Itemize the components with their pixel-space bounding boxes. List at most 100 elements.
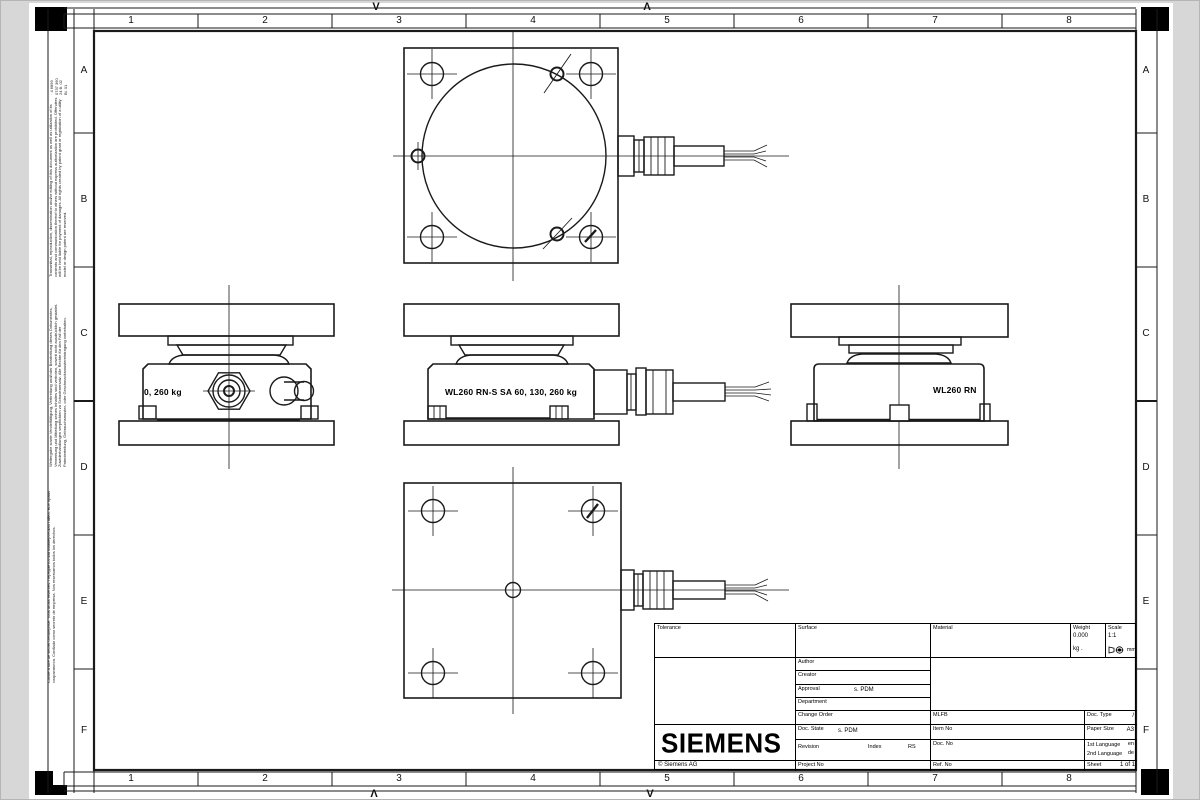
row-label-left-D: D <box>80 462 88 473</box>
margin-stamp-text: · 4 6899 0737 360 24 B. 02 Bl. 01 <box>50 78 69 95</box>
bottom-view-corner-holes <box>408 486 618 698</box>
dimension-unit: mm <box>1126 647 1136 653</box>
right-side-view <box>790 285 1009 469</box>
col-label-top-2: 2 <box>262 15 268 26</box>
surface-cell: Surface <box>795 624 930 657</box>
inner-frame-border <box>92 29 1138 772</box>
margin-disclaimer-en: Transmittal, reproduction, dissemination… <box>49 97 68 277</box>
trim-mark-top-right <box>1141 7 1169 31</box>
scale-label: Scale <box>1108 625 1122 631</box>
col-label-top-4: 4 <box>530 15 536 26</box>
doc-no-cell: Doc. No <box>930 739 1084 760</box>
row-label-left-C: C <box>80 328 88 339</box>
siemens-logo: SIEMENS <box>661 727 782 759</box>
col-label-bottom-4: 4 <box>530 773 536 784</box>
col-label-top-1: 1 <box>128 15 134 26</box>
bottom-view-cable-gland <box>620 569 769 611</box>
row-label-left-E: E <box>80 596 88 607</box>
paper-size-cell: Paper Size A3 <box>1084 724 1137 739</box>
sheet-cell: Sheet 1 of 1 <box>1084 760 1137 771</box>
cable-wires <box>724 150 754 161</box>
left-view-connector-stub <box>269 376 315 406</box>
col-label-bottom-3: 3 <box>396 773 402 784</box>
front-view-body <box>427 363 595 420</box>
item-no-label: Item No <box>933 726 953 732</box>
approval-value: s. PDM <box>854 687 874 693</box>
frame-lines <box>47 7 1158 793</box>
bottom-view-center-hole <box>504 581 522 599</box>
surface-label: Surface <box>798 625 817 631</box>
ref-no-label: Ref. No <box>933 762 952 768</box>
left-side-view <box>118 285 335 469</box>
row-label-right-A: A <box>1142 65 1150 76</box>
col-label-top-3: 3 <box>396 15 402 26</box>
creator-cell: Creator <box>795 670 930 684</box>
lang1-value: en <box>1127 741 1134 747</box>
col-label-top-8: 8 <box>1066 15 1072 26</box>
mlfb-label: MLFB <box>933 712 948 718</box>
ref-no-cell: Ref. No <box>930 760 1084 771</box>
index-label: Index <box>868 744 882 750</box>
scale-value: 1:1 <box>1108 633 1117 639</box>
weight-cell: Weight 0.000 kg . <box>1070 624 1105 657</box>
copyright-cell: © Siemens AG <box>655 760 795 771</box>
col-label-bottom-1: 1 <box>128 773 134 784</box>
front-view-bottom-plate <box>403 420 620 446</box>
row-label-right-E: E <box>1142 596 1150 607</box>
top-view-cable-gland <box>617 135 768 177</box>
project-no-cell: Project No <box>795 760 930 771</box>
right-view-foot-right <box>979 403 991 422</box>
lang2-label: 2nd Language <box>1087 751 1123 757</box>
top-view-corner-holes <box>407 49 616 262</box>
department-label: Department <box>798 699 827 705</box>
author-cell: Author <box>795 657 930 670</box>
mlfb-cell: MLFB <box>930 710 1084 724</box>
bottom-view-centerlines <box>392 467 789 714</box>
trim-mark-bottom-right <box>1141 769 1169 795</box>
front-view-cable-gland <box>593 367 772 416</box>
right-view-foot-left <box>806 403 818 422</box>
doc-type-label: Doc. Type <box>1087 712 1112 718</box>
fold-mark-top-left: V <box>372 1 380 13</box>
trim-mark-top-left <box>35 7 67 31</box>
col-label-top-5: 5 <box>664 15 670 26</box>
top-view <box>393 31 789 281</box>
doc-state-label: Doc. State <box>798 726 824 732</box>
sheet-value: 1 of 1 <box>1119 762 1135 768</box>
weight-value: 0.000 <box>1073 633 1089 639</box>
paper-size-label: Paper Size <box>1087 726 1114 732</box>
margin-disclaimer-de: Weitergabe sowie Vervielfältigung, Verbr… <box>49 303 68 467</box>
title-block-empty-right <box>930 657 1137 710</box>
front-view-feet <box>427 405 569 420</box>
tolerance-label: Tolerance <box>657 625 681 631</box>
material-cell: Material <box>930 624 1070 657</box>
doc-no-label: Doc. No <box>933 741 953 747</box>
right-view-center-tab <box>889 404 910 422</box>
front-view-part-label: WL260 RN-S SA 60, 130, 260 kg <box>444 387 578 397</box>
left-view-hex-nut <box>203 372 255 410</box>
col-label-top-6: 6 <box>798 15 804 26</box>
col-label-bottom-2: 2 <box>262 773 268 784</box>
row-label-right-D: D <box>1142 462 1150 473</box>
front-view <box>403 303 772 446</box>
front-view-top-plate <box>403 303 620 337</box>
col-label-bottom-6: 6 <box>798 773 804 784</box>
row-label-right-C: C <box>1142 328 1150 339</box>
paper-size-value: A3 <box>1126 727 1134 733</box>
fold-mark-bottom-left: Λ <box>370 788 378 800</box>
top-view-screw-holes <box>410 53 573 250</box>
title-block-empty-left <box>655 657 795 724</box>
col-label-bottom-7: 7 <box>932 773 938 784</box>
revision-label: Revision <box>798 744 820 750</box>
right-view-part-label: WL260 RN <box>933 385 977 395</box>
title-block: Tolerance Surface Material Weight 0.000 … <box>654 623 1137 771</box>
left-view-foot-right <box>300 405 319 420</box>
weight-label: Weight <box>1073 625 1091 631</box>
bottom-view <box>392 467 789 714</box>
revision-cell: Revision Index RS <box>795 739 930 760</box>
row-label-right-B: B <box>1142 194 1150 205</box>
sheet-label: Sheet <box>1087 762 1102 768</box>
